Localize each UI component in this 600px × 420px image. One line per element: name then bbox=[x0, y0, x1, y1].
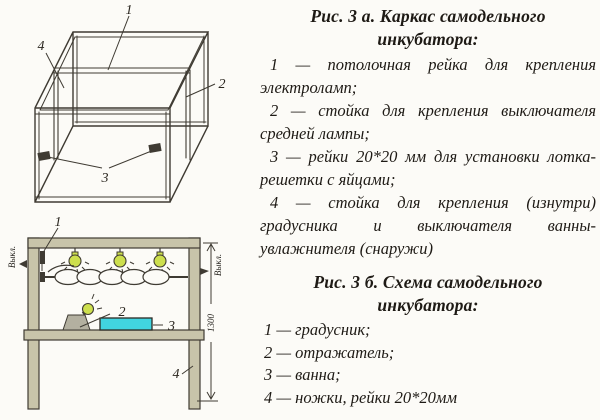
thermometer bbox=[40, 251, 45, 264]
dimension-text-backing bbox=[205, 304, 216, 342]
figure-a-title: Рис. 3 а. Каркас самодельного инкубатора… bbox=[260, 5, 596, 51]
switch-left-label: Выкл. bbox=[7, 246, 17, 268]
bottom-rail bbox=[23, 329, 205, 341]
switch-right-label: Выкл. bbox=[213, 254, 223, 276]
legend-item-b3: 3 — ванна; bbox=[264, 365, 341, 384]
legend-item-a3: 3 — рейки 20*20 мм для установки лотка-р… bbox=[260, 147, 596, 189]
figure-a-caption: Рис. 3 а. Каркас самодельного инкубатора… bbox=[260, 5, 596, 260]
figure-a-title-line2: инкубатора: bbox=[377, 29, 479, 49]
switch-left-icon bbox=[19, 260, 27, 268]
callout-3: 3 bbox=[167, 319, 175, 334]
callout-leaders bbox=[45, 15, 216, 169]
frame-outer-edges bbox=[34, 31, 210, 203]
legend-item-b1: 1 — градусник; bbox=[264, 320, 371, 339]
caption-column: Рис. 3 а. Каркас самодельного инкубатора… bbox=[260, 5, 596, 409]
egg-tray bbox=[40, 264, 188, 286]
figure-b-title-line1: Рис. 3 б. Схема самодельного bbox=[313, 272, 543, 292]
left-leg bbox=[27, 237, 40, 410]
callout-leaders bbox=[43, 227, 194, 375]
callout-1: 1 bbox=[55, 215, 62, 230]
dimension-line bbox=[197, 242, 218, 402]
water-bath bbox=[99, 317, 153, 331]
frame-inner-edges bbox=[34, 35, 207, 200]
figure-b-legend: 1 — градусник; 2 — отражатель; 3 — ванна… bbox=[260, 319, 596, 409]
ceiling-rail bbox=[53, 67, 191, 74]
legend-item-b2: 2 — отражатель; bbox=[264, 342, 395, 362]
figure-a-title-line1: Рис. 3 а. Каркас самодельного bbox=[310, 6, 546, 26]
figure-a-legend: 1 — потолочная рейка для крепления элект… bbox=[260, 53, 596, 260]
switch-right-icon bbox=[200, 268, 209, 275]
figure-b-drawing: 1 2 3 4 Выкл. Выкл. 1300 bbox=[7, 215, 223, 410]
top-rail bbox=[27, 237, 201, 249]
figure-b-title: Рис. 3 б. Схема самодельного инкубатора: bbox=[260, 271, 596, 317]
right-leg bbox=[188, 237, 201, 410]
tray-rail-left-block bbox=[37, 151, 51, 161]
legend-item-b4: 4 — ножки, рейки 20*20мм bbox=[264, 387, 457, 407]
callout-2: 2 bbox=[119, 305, 126, 320]
reflector-lamp bbox=[62, 293, 103, 331]
figure-b-title-line2: инкубатора: bbox=[377, 295, 479, 315]
figure-a-drawing: 1 4 2 3 bbox=[34, 3, 226, 203]
callout-1: 1 bbox=[126, 3, 133, 18]
height-dimension-label: 1300 bbox=[206, 314, 216, 333]
legend-item-a2: 2 — стойка для крепления выключателя сре… bbox=[260, 101, 596, 143]
legend-item-a1: 1 — потолочная рейка для крепления элект… bbox=[260, 55, 596, 97]
side-posts bbox=[53, 69, 191, 161]
callout-4: 4 bbox=[173, 367, 180, 382]
callout-3: 3 bbox=[101, 171, 109, 186]
callout-2: 2 bbox=[219, 77, 226, 92]
callout-4: 4 bbox=[38, 39, 45, 54]
figure-b-caption: Рис. 3 б. Схема самодельного инкубатора:… bbox=[260, 271, 596, 409]
legend-item-a4: 4 — стойка для крепления (изнутри) граду… bbox=[260, 193, 596, 258]
